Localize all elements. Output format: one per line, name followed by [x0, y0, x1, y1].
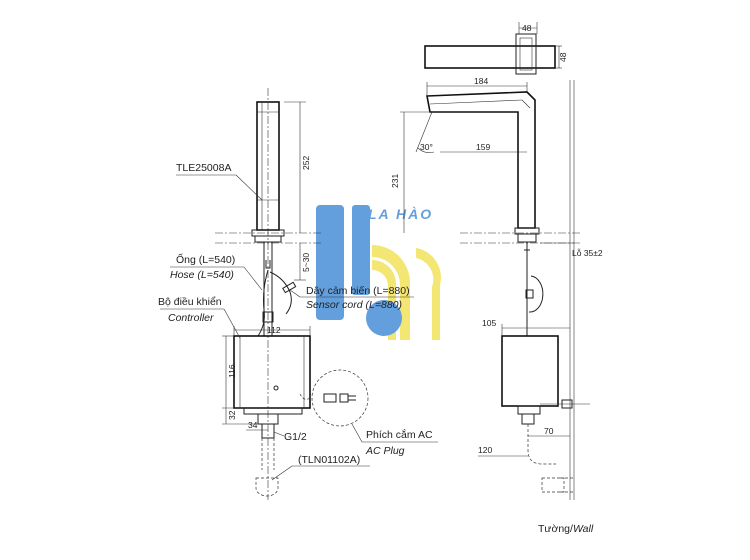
dim-116: 116 [227, 364, 237, 378]
dim-34: 34 [248, 420, 258, 430]
hose-line [257, 269, 269, 337]
hose-label-vi: Ống (L=540) [176, 252, 235, 266]
dim-5-30: 5~30 [301, 253, 311, 272]
dim-252: 252 [301, 156, 311, 170]
front-view: 252 5~30 112 116 32 34 [215, 88, 322, 500]
dim-120: 120 [478, 445, 492, 455]
dim-105: 105 [482, 318, 496, 328]
hose-label-en: Hose (L=540) [170, 269, 234, 281]
part-label: (TLN01102A) [298, 454, 360, 466]
sensor-label-vi: Dây cảm biến (L=880) [306, 285, 410, 297]
side-view: 184 159 30° 231 Lỗ 35±2 105 70 120 Tường… [390, 76, 603, 535]
sensor-label-en: Sensor cord (L=880) [306, 299, 402, 311]
watermark-text: LA HÀO [368, 206, 433, 222]
dim-hole: Lỗ 35±2 [572, 248, 603, 258]
spout-plan [424, 45, 556, 69]
plug-label-en: AC Plug [365, 445, 405, 457]
sensor-cord-line [269, 271, 292, 315]
watermark-dot [366, 300, 402, 336]
wall-label-vi: Tường/ [538, 523, 573, 535]
dim-231: 231 [390, 174, 400, 188]
dim-159: 159 [476, 142, 490, 152]
controller-label-vi: Bộ điều khiển [158, 296, 222, 308]
wall-label: Tường/Wall [538, 523, 594, 535]
dim-32: 32 [227, 410, 237, 420]
wall-label-en: Wall [573, 523, 594, 535]
controller-box [233, 335, 311, 409]
model-label: TLE25008A [176, 162, 231, 174]
watermark-arc-3 [416, 248, 441, 340]
watermark-bar-left [316, 205, 344, 320]
dim-112: 112 [267, 325, 281, 335]
watermark-logo: LA HÀO [316, 205, 441, 340]
front-labels: TLE25008A Ống (L=540) Hose (L=540) Bộ đi… [158, 162, 438, 481]
controller-side [501, 335, 559, 407]
dim-48-top: 48 [522, 23, 532, 33]
controller-label-en: Controller [168, 312, 214, 324]
inlet-fitting [255, 477, 279, 497]
plug-label-vi: Phích cắm AC [366, 428, 433, 441]
hose-loop [528, 275, 544, 313]
dim-184: 184 [474, 76, 488, 86]
watermark-bar-mid [352, 205, 370, 295]
ac-plug-detail [311, 369, 369, 427]
thread-label: G1/2 [284, 431, 307, 443]
dim-48-side: 48 [558, 52, 568, 62]
dim-30deg: 30° [420, 142, 433, 152]
plan-view: 48 48 [424, 22, 568, 75]
dim-70: 70 [544, 426, 554, 436]
spout-side [426, 91, 536, 229]
